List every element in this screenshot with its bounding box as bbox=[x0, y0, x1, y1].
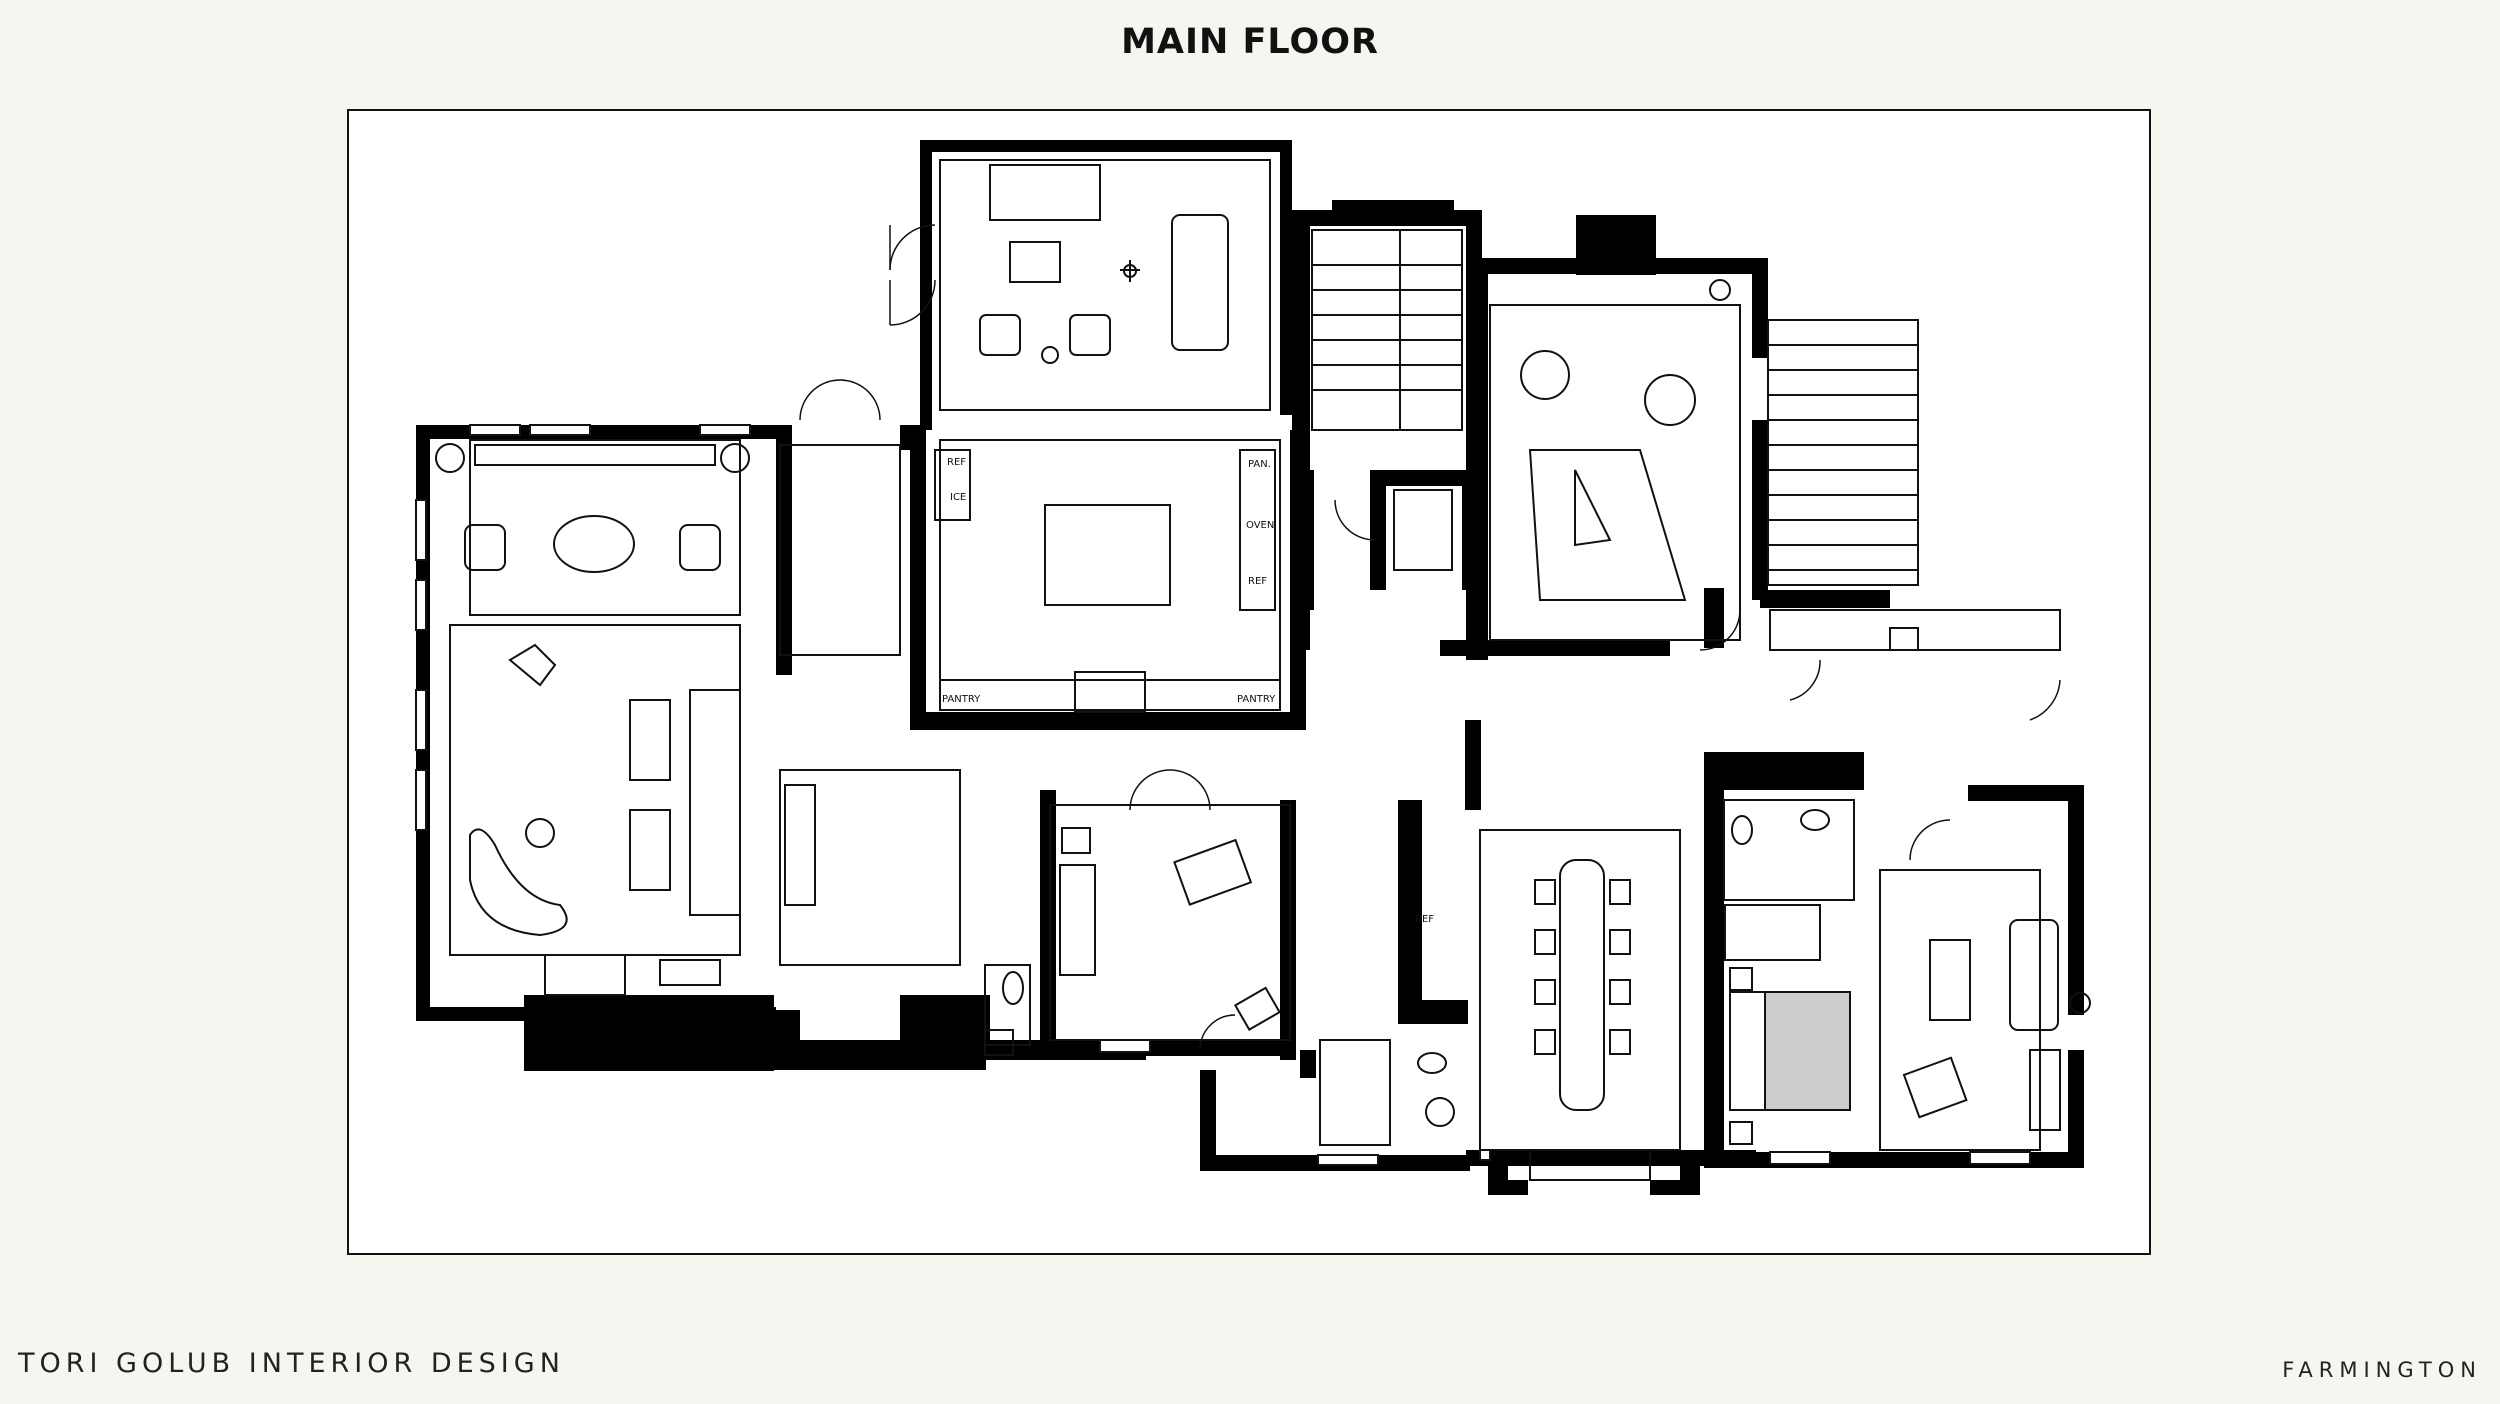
plan-labels: REF ICE PAN. OVEN REF PANTRY PANTRY REF bbox=[942, 457, 1434, 925]
label-ice: ICE bbox=[950, 492, 966, 503]
interior-lines bbox=[435, 159, 2091, 1181]
label-pan: PAN. bbox=[1248, 459, 1271, 470]
label-ref-1: REF bbox=[947, 457, 966, 468]
label-oven: OVEN bbox=[1246, 520, 1274, 531]
label-ref-2: REF bbox=[1248, 576, 1267, 587]
brand-name: TORI GOLUB INTERIOR DESIGN bbox=[18, 1348, 565, 1379]
label-pantry-right: PANTRY bbox=[1237, 694, 1276, 705]
label-ref-3: REF bbox=[1415, 914, 1434, 925]
exterior-walls bbox=[416, 140, 2084, 1195]
windows bbox=[415, 424, 2031, 1166]
page-title: MAIN FLOOR bbox=[1121, 22, 1379, 62]
label-pantry-left: PANTRY bbox=[942, 694, 981, 705]
doors bbox=[799, 224, 2061, 1051]
project-name: FARMINGTON bbox=[2282, 1358, 2482, 1382]
